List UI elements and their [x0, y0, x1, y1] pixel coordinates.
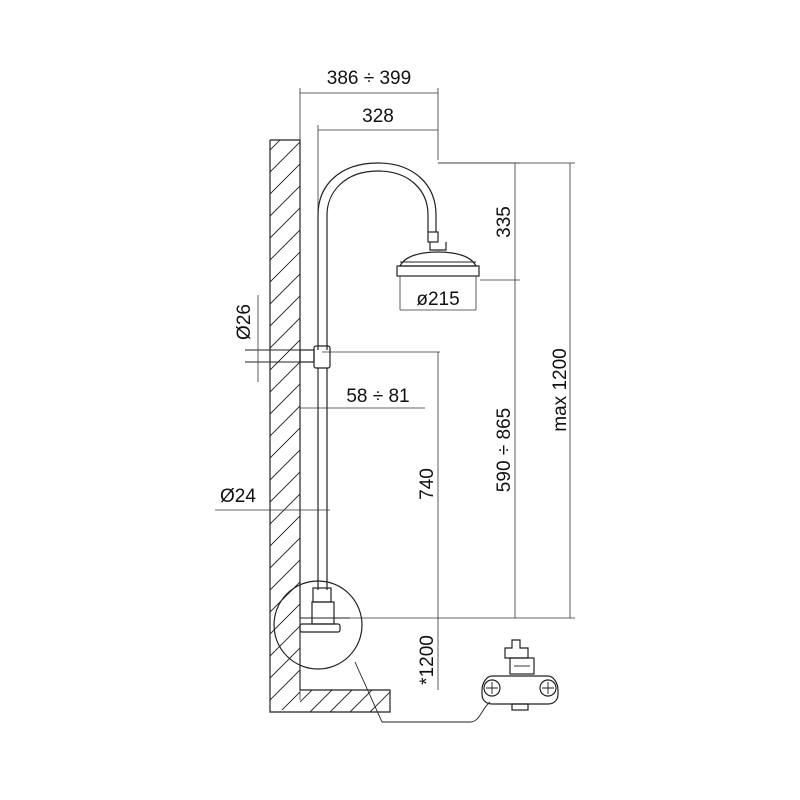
wall-hatch-line [270, 207, 300, 239]
wall-hatch-line [270, 493, 300, 525]
wall-hatch-line [270, 471, 300, 503]
wall-hatch-line [270, 736, 300, 766]
wall-hatch-line [270, 339, 300, 371]
dim-arm-reach: 328 [317, 106, 438, 350]
floor-hatch [300, 690, 390, 712]
arm-reach-label: 328 [362, 106, 394, 127]
upper-diameter-label: Ø26 [234, 304, 255, 340]
riser-pipe [317, 368, 328, 590]
wall [269, 139, 391, 766]
dim-outreach: 386 ÷ 399 [299, 68, 439, 160]
dim-adjustable-height: 590 ÷ 865 [494, 280, 516, 618]
outreach-label: 386 ÷ 399 [327, 68, 411, 89]
wall-hatch-line [270, 427, 300, 459]
floor-hatch-line [369, 691, 390, 712]
wall-hatch-line [270, 361, 300, 393]
lower-diameter-label: Ø24 [220, 486, 256, 507]
floor-hatch-line [309, 690, 333, 712]
shower-head [396, 231, 480, 277]
max-height-label: max 1200 [550, 348, 571, 431]
wall-hatch-line [270, 295, 300, 327]
wall-hatch-line [270, 317, 300, 349]
dim-head-diameter: ø215 [399, 276, 477, 311]
wall-hatch-line [270, 669, 300, 701]
mixer-height-label: *1200 [417, 635, 438, 685]
wall-hatch-line [281, 691, 300, 710]
head-diameter-label: ø215 [416, 289, 459, 310]
wall-hatch-line [270, 714, 300, 744]
wall-hatch-line [270, 383, 300, 415]
floor-hatch-line [300, 690, 313, 703]
wall-hatch-line [270, 537, 300, 569]
wall-hatch-line [270, 647, 300, 679]
wall-hatch-line [270, 559, 300, 591]
dim-head-drop: 335 [438, 162, 520, 281]
dim-mixer-height: *1200 [417, 618, 439, 690]
dim-wall-offset: 58 ÷ 81 [299, 351, 440, 618]
wall-hatch-line [270, 229, 300, 261]
wall-hatch-line [270, 515, 300, 547]
dim-lower-diameter: Ø24 [215, 486, 330, 511]
floor-hatch-line [389, 711, 390, 712]
wall-hatch-line [270, 185, 300, 217]
floor-hatch-line [349, 690, 373, 712]
wall-hatch-line [270, 251, 300, 283]
shower-arm [317, 162, 437, 350]
wall-hatch-line [270, 405, 300, 437]
riser-height-label: 740 [417, 468, 438, 500]
wall-hatch-line [270, 163, 300, 195]
wall-hatch-line [270, 141, 300, 173]
adjustable-height-label: 590 ÷ 865 [494, 408, 515, 492]
wall-hatch-line [270, 625, 300, 657]
wall-hatch-line [270, 140, 281, 151]
dim-max-height: max 1200 [330, 162, 575, 619]
floor-hatch-line [329, 690, 353, 712]
wall-hatch-line [270, 603, 300, 635]
mixer-side-view [273, 580, 491, 723]
wall-offset-label: 58 ÷ 81 [346, 386, 409, 407]
wall-hatch-line [270, 449, 300, 481]
mixer-front-view [481, 639, 559, 711]
dim-riser-height: 740 [417, 468, 438, 500]
head-drop-label: 335 [494, 206, 515, 238]
wall-hatch-line [270, 273, 300, 305]
upper-bracket: Ø26 [234, 295, 331, 382]
